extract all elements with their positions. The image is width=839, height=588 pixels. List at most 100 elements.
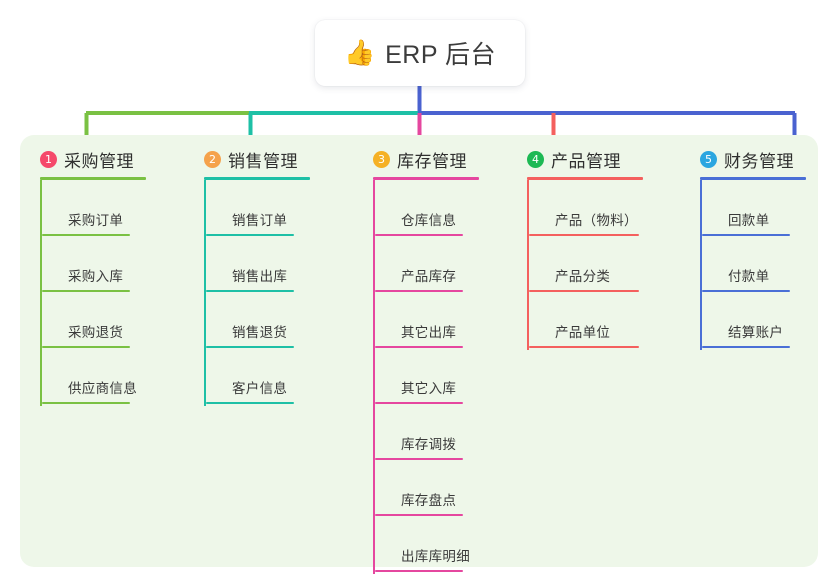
leaf-item-underline: [375, 234, 463, 236]
leaf-item[interactable]: 出库库明细: [373, 516, 553, 572]
branch-sales-management[interactable]: 2 销售管理 销售订单销售出库销售退货客户信息: [204, 146, 384, 406]
leaf-item[interactable]: 结算账户: [700, 292, 839, 348]
branch-product-management[interactable]: 4 产品管理 产品（物料） 产品分类产品单位: [527, 146, 717, 350]
branch-header: 5 财务管理: [700, 146, 839, 172]
leaf-item-label: 客户信息: [232, 381, 288, 396]
branch-spine: [700, 180, 702, 350]
branch-underline: [373, 177, 479, 180]
leaf-item[interactable]: 采购订单: [40, 180, 220, 236]
leaf-item[interactable]: 仓库信息: [373, 180, 553, 236]
leaf-item-underline: [702, 346, 790, 348]
branch-number-badge: 3: [373, 150, 390, 168]
leaf-item-label: 其它出库: [401, 325, 457, 340]
leaf-item-underline: [206, 402, 294, 404]
branch-title: 采购管理: [64, 151, 134, 171]
leaf-item-underline: [206, 346, 294, 348]
leaf-item[interactable]: 供应商信息: [40, 348, 220, 404]
leaf-item[interactable]: 销售订单: [204, 180, 384, 236]
leaf-item-label: 其它入库: [401, 381, 457, 396]
leaf-item[interactable]: 产品单位: [527, 292, 717, 348]
leaf-item-underline: [702, 290, 790, 292]
leaf-item-underline: [529, 290, 639, 292]
branch-purchase-management[interactable]: 1 采购管理 采购订单采购入库采购退货供应商信息: [40, 146, 220, 406]
leaf-item-label: 销售出库: [232, 269, 288, 284]
leaf-item-label: 供应商信息: [68, 381, 137, 396]
root-node-label: ERP 后台: [385, 41, 497, 69]
leaf-item-underline: [375, 402, 463, 404]
branch-inventory-management[interactable]: 3 库存管理 仓库信息产品库存其它出库其它入库库存调拨库存盘点出库库明细: [373, 146, 553, 574]
leaf-item-underline: [375, 514, 463, 516]
diagram-panel: [20, 135, 818, 567]
leaf-item-underline: [529, 346, 639, 348]
branch-leaf-list: 仓库信息产品库存其它出库其它入库库存调拨库存盘点出库库明细: [373, 180, 553, 574]
branch-leaf-list: 销售订单销售出库销售退货客户信息: [204, 180, 384, 406]
leaf-item-label: 产品（物料）: [555, 213, 638, 228]
leaf-item[interactable]: 产品（物料）: [527, 180, 717, 236]
leaf-item-label: 回款单: [728, 213, 770, 228]
leaf-item-underline: [375, 346, 463, 348]
branch-underline: [204, 177, 310, 180]
leaf-item-underline: [702, 234, 790, 236]
branch-header: 3 库存管理: [373, 146, 553, 172]
leaf-item-underline: [42, 290, 130, 292]
leaf-item[interactable]: 销售出库: [204, 236, 384, 292]
branch-leaf-list: 回款单付款单结算账户: [700, 180, 839, 350]
leaf-item[interactable]: 销售退货: [204, 292, 384, 348]
leaf-item-underline: [42, 234, 130, 236]
branch-underline: [527, 177, 643, 180]
branch-spine: [373, 180, 375, 574]
leaf-item-underline: [206, 290, 294, 292]
branch-leaf-list: 产品（物料） 产品分类产品单位: [527, 180, 717, 350]
leaf-item[interactable]: 采购退货: [40, 292, 220, 348]
branch-number-badge: 1: [40, 150, 57, 168]
branch-title: 财务管理: [724, 151, 794, 171]
branch-header: 2 销售管理: [204, 146, 384, 172]
branch-title: 产品管理: [551, 151, 621, 171]
leaf-item-label: 产品分类: [555, 269, 611, 284]
branch-title: 销售管理: [228, 151, 298, 171]
leaf-item-label: 采购入库: [68, 269, 124, 284]
branch-finance-management[interactable]: 5 财务管理 回款单付款单结算账户: [700, 146, 839, 350]
branch-header: 4 产品管理: [527, 146, 717, 172]
leaf-item-label: 库存盘点: [401, 493, 457, 508]
leaf-item-label: 仓库信息: [401, 213, 457, 228]
leaf-item[interactable]: 付款单: [700, 236, 839, 292]
leaf-item-underline: [42, 346, 130, 348]
leaf-item-label: 产品库存: [401, 269, 457, 284]
leaf-item[interactable]: 其它入库: [373, 348, 553, 404]
leaf-item[interactable]: 采购入库: [40, 236, 220, 292]
branch-leaf-list: 采购订单采购入库采购退货供应商信息: [40, 180, 220, 406]
branch-spine: [527, 180, 529, 350]
branch-title: 库存管理: [397, 151, 467, 171]
leaf-item-underline: [375, 458, 463, 460]
root-node[interactable]: 👍 ERP 后台: [315, 20, 525, 86]
leaf-item[interactable]: 客户信息: [204, 348, 384, 404]
leaf-item[interactable]: 回款单: [700, 180, 839, 236]
leaf-item-underline: [375, 570, 463, 572]
branch-spine: [40, 180, 42, 406]
leaf-item[interactable]: 库存盘点: [373, 460, 553, 516]
leaf-item-underline: [375, 290, 463, 292]
leaf-item-label: 采购退货: [68, 325, 124, 340]
leaf-item-label: 库存调拨: [401, 437, 457, 452]
leaf-item[interactable]: 其它出库: [373, 292, 553, 348]
leaf-item[interactable]: 产品分类: [527, 236, 717, 292]
branch-number-badge: 2: [204, 150, 221, 168]
branch-underline: [700, 177, 806, 180]
branch-underline: [40, 177, 146, 180]
leaf-item-label: 付款单: [728, 269, 770, 284]
branch-number-badge: 5: [700, 150, 717, 168]
leaf-item[interactable]: 产品库存: [373, 236, 553, 292]
leaf-item-label: 销售退货: [232, 325, 288, 340]
leaf-item-label: 销售订单: [232, 213, 288, 228]
branch-spine: [204, 180, 206, 406]
leaf-item-underline: [42, 402, 130, 404]
leaf-item-label: 结算账户: [728, 325, 784, 340]
leaf-item-label: 采购订单: [68, 213, 124, 228]
leaf-item-label: 产品单位: [555, 325, 611, 340]
branch-number-badge: 4: [527, 150, 544, 168]
leaf-item[interactable]: 库存调拨: [373, 404, 553, 460]
branch-header: 1 采购管理: [40, 146, 220, 172]
leaf-item-underline: [206, 234, 294, 236]
